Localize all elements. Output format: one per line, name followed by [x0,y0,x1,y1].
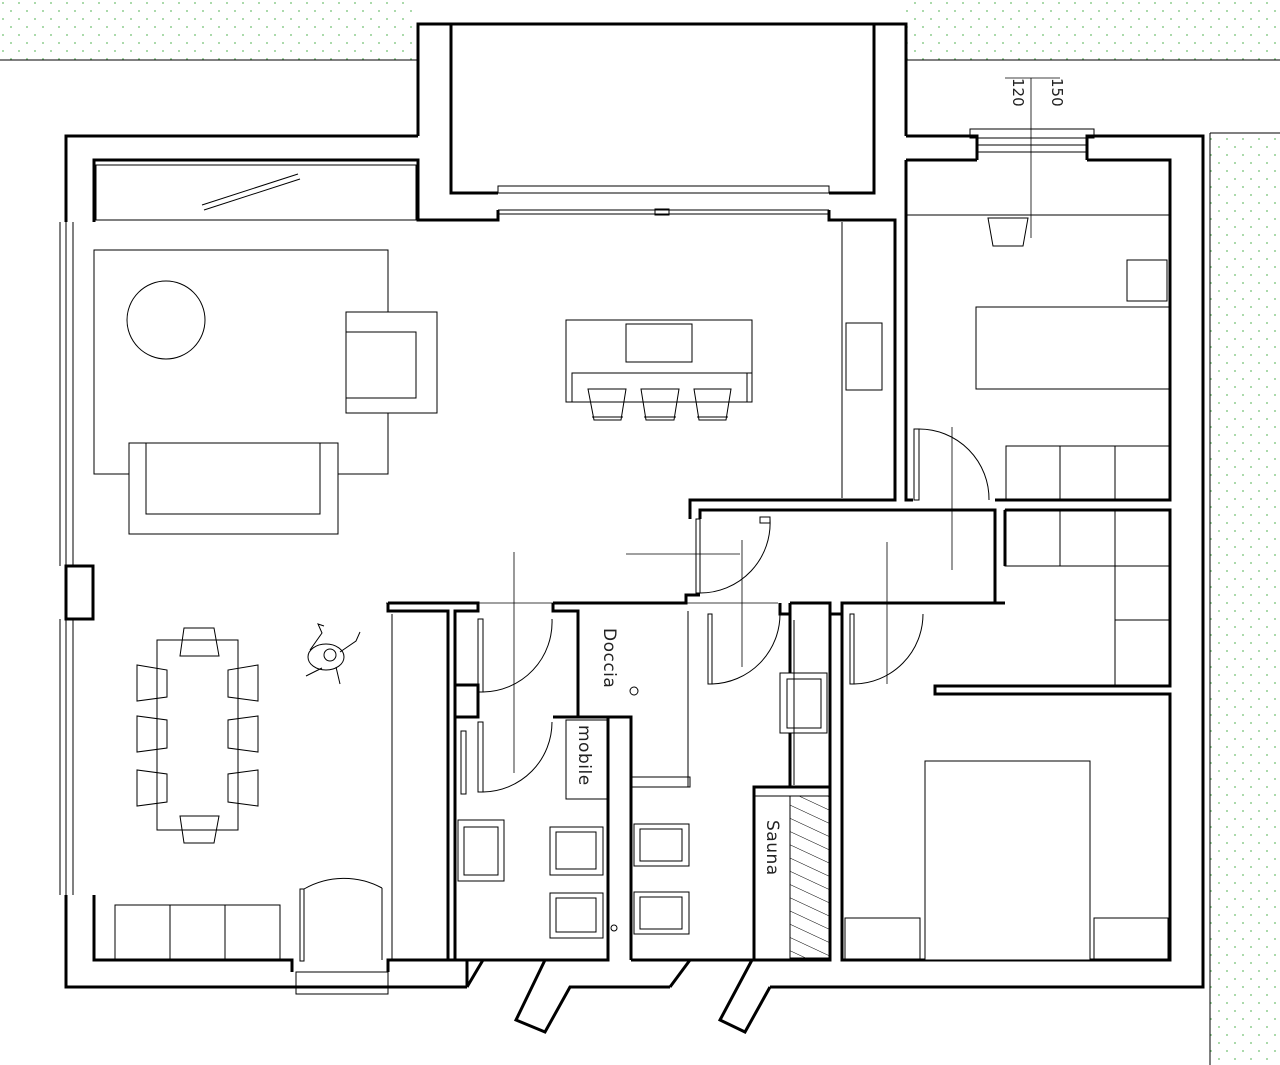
armchair [345,311,438,414]
dimension-marker: 150 120 [1005,77,1066,238]
rug [93,249,389,475]
dimension-120: 120 [1009,78,1027,107]
round-table [126,280,206,360]
closet-block [1004,509,1171,687]
dimension-150: 150 [1048,78,1066,107]
doors [386,427,990,793]
cabinet-label: mobile [574,725,594,786]
exterior-walls [64,22,1205,989]
bathroom-middle [629,611,831,959]
dining-table [136,627,259,844]
sauna-label: Sauna [762,820,782,876]
person-figure [305,623,361,685]
living-area [93,164,438,535]
double-bed [924,760,1091,961]
single-bed [975,306,1170,390]
bedroom-top [906,214,1171,501]
kitchen-island [565,222,883,498]
windows [59,128,1095,995]
entry-area [114,614,393,962]
bedroom-main [844,760,1169,961]
shower-label: Doccia [599,628,619,688]
bathroom-left [457,719,618,939]
sofa [128,442,339,535]
